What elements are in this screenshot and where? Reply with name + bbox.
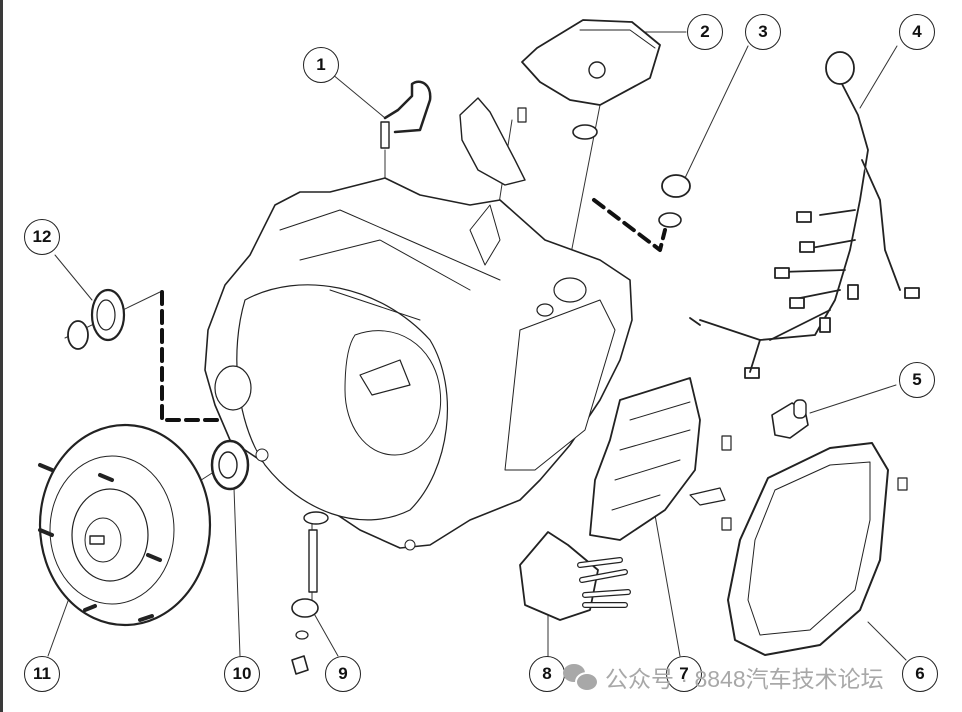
- callout-1: 1: [303, 47, 339, 83]
- part-2-control-module: [521, 19, 661, 140]
- callout-9: 9: [325, 656, 361, 692]
- part-11-torque-converter: [38, 423, 212, 627]
- part-5-sensor: [771, 399, 809, 439]
- part-6-oil-pan: [727, 442, 908, 656]
- callout-7: 7: [666, 656, 702, 692]
- left-border: [0, 0, 3, 712]
- callout-5: 5: [899, 362, 935, 398]
- part-1-breather: [380, 80, 432, 149]
- part-4-harness: [689, 51, 920, 379]
- callout-10: 10: [224, 656, 260, 692]
- callout-4: 4: [899, 14, 935, 50]
- dashed-lines: [160, 198, 667, 422]
- callout-11: 11: [24, 656, 60, 692]
- callout-8: 8: [529, 656, 565, 692]
- part-12-seal: [67, 288, 126, 350]
- part-9-dipstick: [291, 511, 329, 675]
- part-3-plug: [658, 174, 691, 228]
- part-10-seal: [210, 439, 250, 491]
- callout-2: 2: [687, 14, 723, 50]
- callout-12: 12: [24, 219, 60, 255]
- wechat-icon: [563, 664, 599, 692]
- part-7-valve-body: [589, 377, 732, 541]
- callout-6: 6: [902, 656, 938, 692]
- bracket: [459, 97, 527, 186]
- callout-3: 3: [745, 14, 781, 50]
- watermark-text: 公众号 · 8848汽车技术论坛: [605, 666, 884, 692]
- transmission-housing: [204, 177, 633, 551]
- part-8-oil-cooler: [519, 531, 631, 621]
- watermark: 公众号 · 8848汽车技术论坛: [563, 660, 884, 694]
